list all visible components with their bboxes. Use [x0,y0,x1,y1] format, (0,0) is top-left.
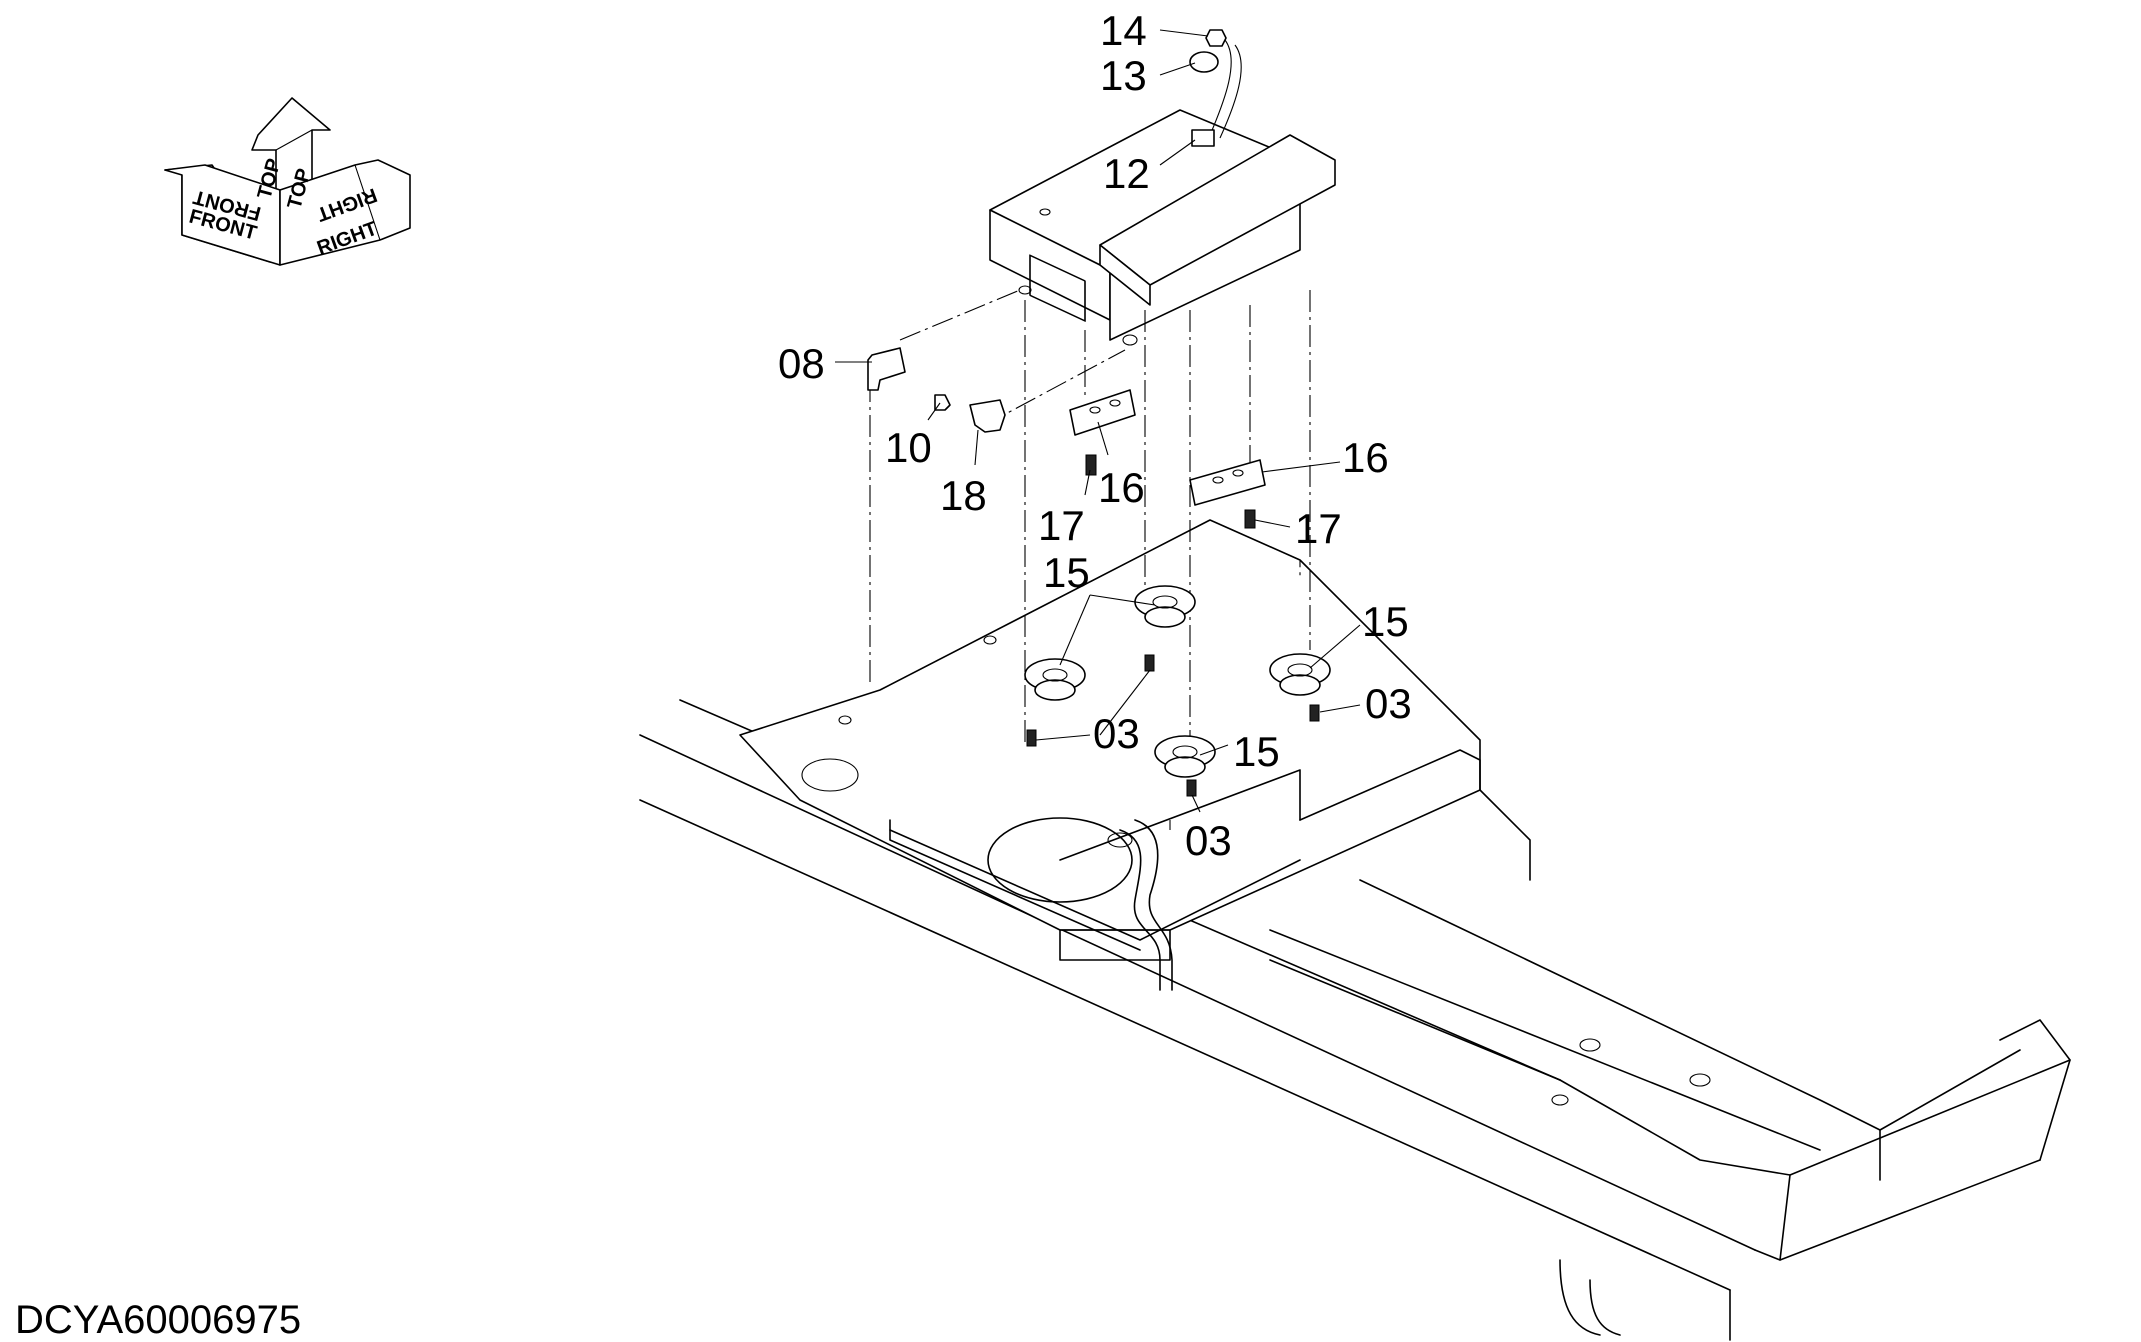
callout-15-c: 15 [1233,728,1280,775]
part-03-bolt-c [1309,704,1320,722]
callout-18: 18 [940,472,987,519]
callout-leaders [835,29,1361,813]
projection-lines [869,289,1311,830]
orientation-indicator: TOP TOP FRONT FRONT RIGHT RIGHT [164,97,411,266]
part-18-tee [969,399,1006,433]
part-03-bolt-a [1026,729,1037,747]
callout-17-b: 17 [1295,505,1342,552]
callout-16-b: 16 [1342,434,1389,481]
part-08-elbow [867,347,906,391]
part-03-bolt-b [1144,654,1155,672]
part-17-bolt-a [1085,454,1097,476]
small-parts [867,29,1331,797]
part-15-mount-b [1134,585,1196,628]
controller-box [989,109,1336,346]
callout-03-b: 03 [1365,680,1412,727]
callout-12: 12 [1103,150,1150,197]
drawing-code: DCYA60006975 [15,1298,301,1342]
callout-15-a: 15 [1043,549,1090,596]
callout-14: 14 [1100,7,1147,54]
callout-08: 08 [778,340,825,387]
callout-17-a: 17 [1038,502,1085,549]
part-16-plate-b [1189,459,1266,506]
part-15-mount-d [1154,735,1216,778]
callout-10: 10 [885,424,932,471]
part-12-fitting [1191,129,1215,147]
part-15-mount-a [1024,658,1086,701]
part-10-valve [934,394,951,411]
part-16-plate-a [1069,389,1136,436]
callout-15-b: 15 [1362,598,1409,645]
part-15-mount-c [1269,653,1331,696]
callout-03-c: 03 [1185,817,1232,864]
part-03-bolt-d [1186,779,1197,797]
callout-03-a: 03 [1093,710,1140,757]
part-17-bolt-b [1244,509,1256,529]
callout-16-a: 16 [1098,464,1145,511]
callout-labels: 14 13 12 08 10 18 16 17 16 17 15 15 03 0… [778,7,1412,864]
callout-13: 13 [1100,52,1147,99]
main-frame [639,519,2071,1341]
part-13-clip [1189,51,1219,73]
part-14-nut [1205,29,1227,47]
